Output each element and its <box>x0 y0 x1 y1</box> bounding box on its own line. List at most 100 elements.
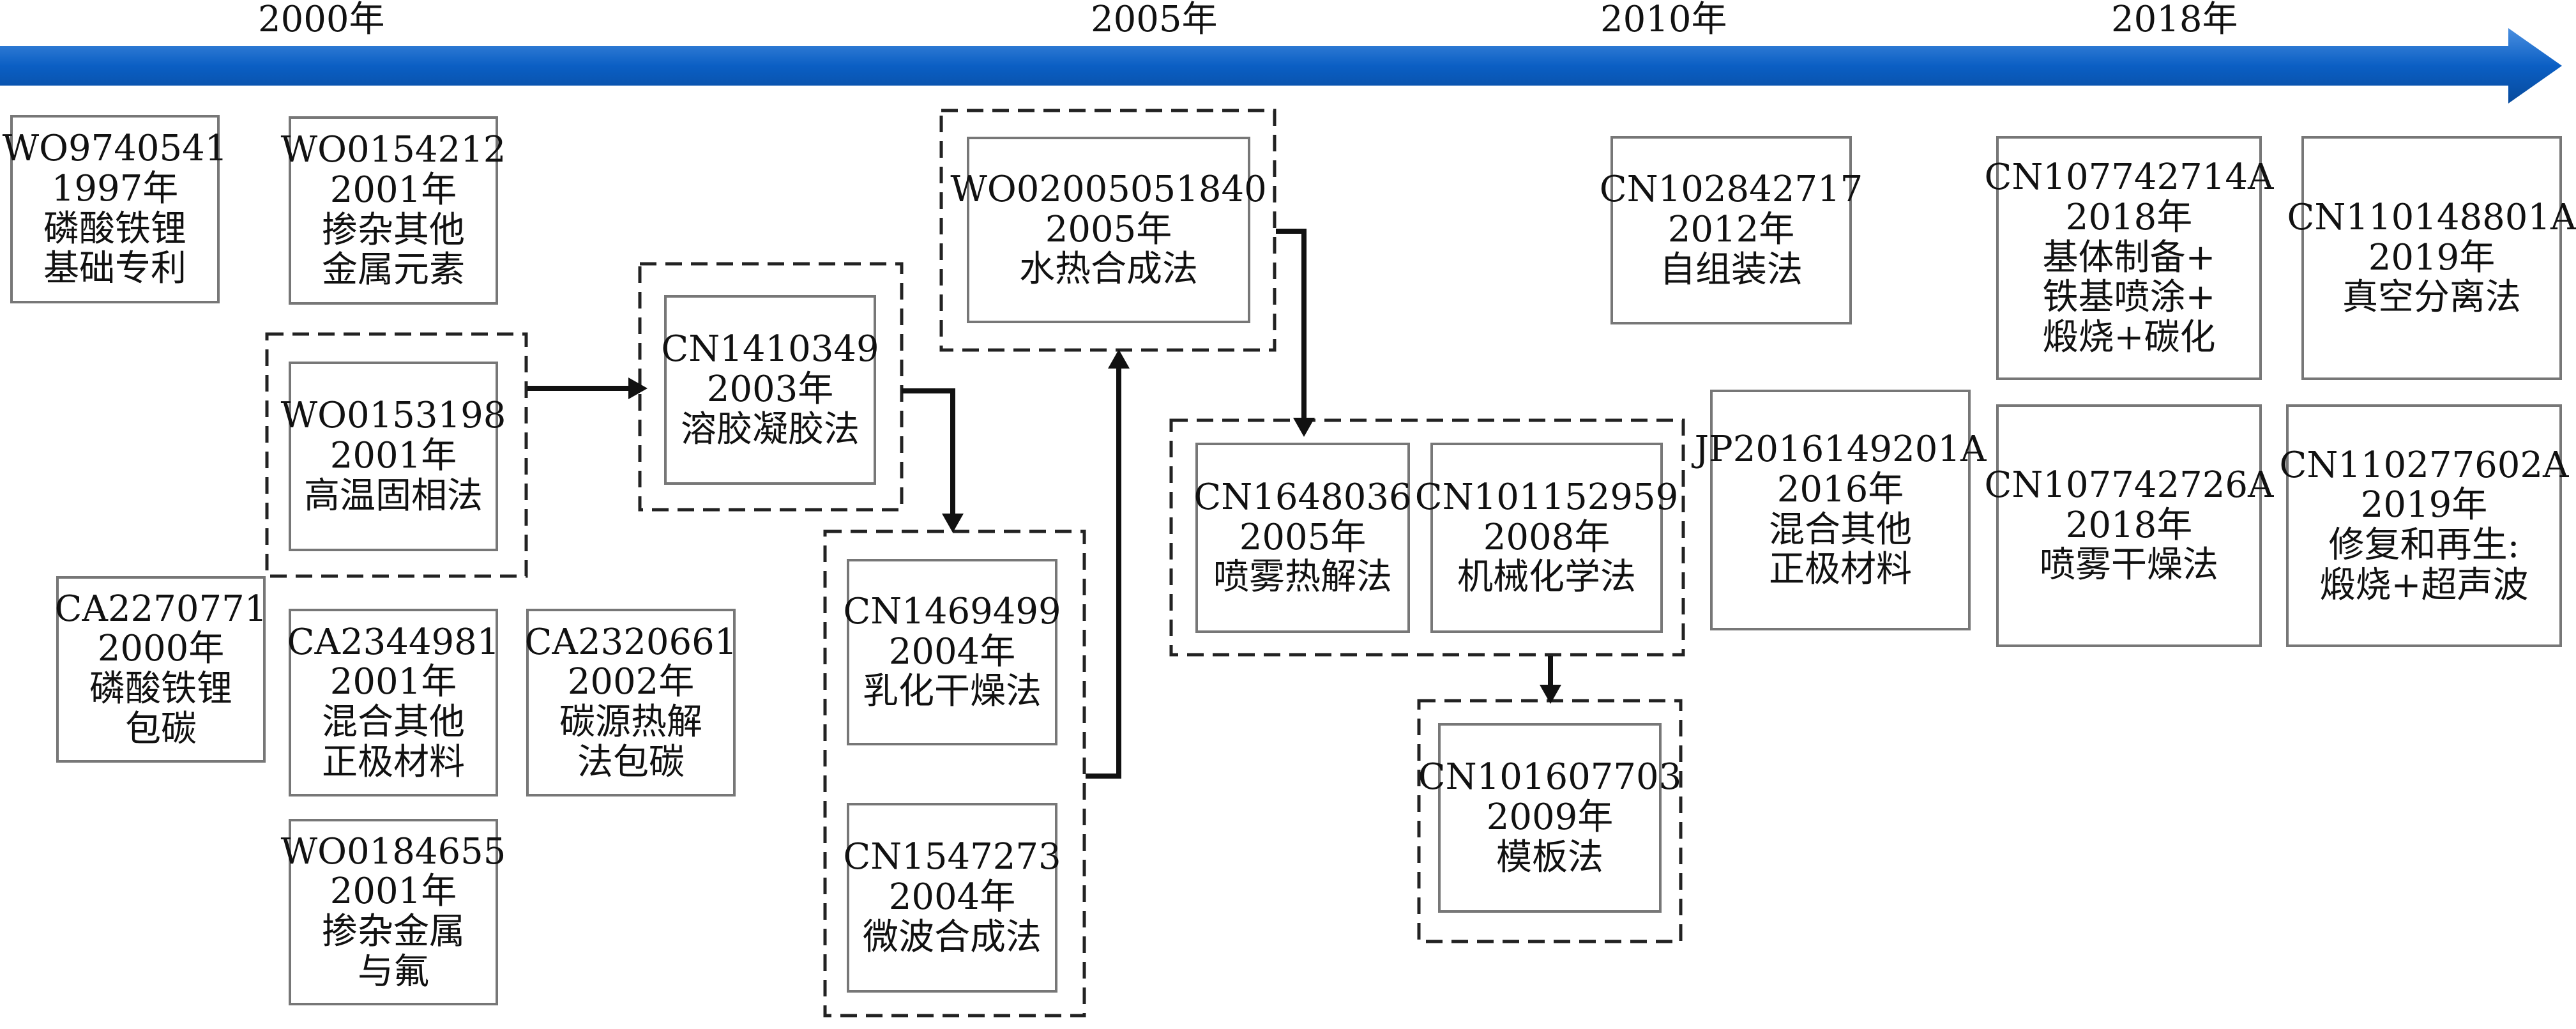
arrowhead-hydrothermal <box>1108 349 1130 369</box>
year-label-2005: 2005年 <box>1091 0 1218 40</box>
patent-number: CA2320661 <box>524 621 738 663</box>
patent-year: 2001年 <box>330 435 457 477</box>
patent-number: CN102842717 <box>1599 169 1863 211</box>
patent-year: 2005年 <box>1045 208 1172 250</box>
patent-number: WO0153198 <box>280 395 506 437</box>
patent-number: WO02005051840 <box>950 168 1267 210</box>
patent-number: CN110148801A <box>2287 196 2576 238</box>
patent-method-line: 溶胶凝胶法 <box>681 408 860 450</box>
patent-year: 2000年 <box>97 628 225 670</box>
patent-number: WO9740541 <box>2 128 228 170</box>
patent-method-line: 碳源热解 <box>559 701 702 743</box>
patent-method-line: 模板法 <box>1496 836 1603 878</box>
patent-number: CA2270771 <box>54 588 268 630</box>
patent-number: CN107742726A <box>1984 464 2274 506</box>
patent-method-line: 基础专利 <box>43 248 186 290</box>
patent-year: 2018年 <box>2065 504 2193 546</box>
patent-method-line: 喷雾干燥法 <box>2040 544 2218 586</box>
patent-number: WO0154212 <box>280 129 506 171</box>
patent-number: CN1547273 <box>843 836 1061 878</box>
patent-year: 2003年 <box>706 369 834 411</box>
patent-year: 2001年 <box>330 169 457 211</box>
patent-number: JP2016149201A <box>1694 429 1987 471</box>
patent-number: CN1648036 <box>1193 476 1412 518</box>
patent-year: 2012年 <box>1667 209 1795 251</box>
patent-method-line: 微波合成法 <box>863 916 1042 958</box>
patent-method-line: 基体制备+ <box>2042 236 2216 278</box>
arrowhead-template <box>1540 685 1561 704</box>
patent-number: CA2344981 <box>287 621 500 663</box>
patent-year: 2002年 <box>567 661 695 703</box>
patent-method-line: 真空分离法 <box>2342 277 2521 319</box>
patent-method-line: 正极材料 <box>322 741 465 783</box>
patent-method-line: 掺杂其他 <box>322 209 465 251</box>
patent-number: CN101607703 <box>1418 756 1682 798</box>
patent-method-line: 磷酸铁锂 <box>43 208 186 250</box>
group-frame-hydrothermal <box>939 109 1277 352</box>
patent-method-line: 掺杂金属 <box>322 911 465 952</box>
patent-method-line: 机械化学法 <box>1457 556 1636 598</box>
connector-hydrothermal-to-spray <box>1276 229 1307 420</box>
patent-number: CN101152959 <box>1414 476 1679 518</box>
patent-year: 2001年 <box>330 661 457 703</box>
patent-year: 2019年 <box>2360 484 2488 526</box>
patent-year: 2004年 <box>888 630 1016 673</box>
patent-year: 2008年 <box>1483 516 1610 558</box>
patent-method-line: 喷雾热解法 <box>1213 556 1392 598</box>
patent-year: 1997年 <box>51 167 179 210</box>
connector-sol-gel-to-2004 <box>902 388 955 519</box>
patent-method-line: 混合其他 <box>322 701 465 743</box>
patent-method-line: 乳化干燥法 <box>863 671 1042 713</box>
group-frame-spray-mech <box>1169 418 1685 657</box>
patent-year: 2005年 <box>1239 516 1367 558</box>
patent-method-line: 煅烧+碳化 <box>2042 317 2216 359</box>
year-label-2010: 2010年 <box>1600 0 1727 40</box>
patent-year: 2009年 <box>1486 797 1614 839</box>
patent-year: 2019年 <box>2368 236 2496 278</box>
patent-method-line: 与氟 <box>358 950 429 993</box>
patent-method-line: 磷酸铁锂 <box>89 668 232 710</box>
patent-year: 2001年 <box>330 871 457 913</box>
patent-number: CN110277602A <box>2279 444 2569 486</box>
group-frame-high-temp <box>265 332 528 578</box>
patent-method-line: 铁基喷涂+ <box>2042 277 2216 319</box>
patent-method-line: 自组装法 <box>1660 248 1803 291</box>
arrowhead-sol-gel <box>628 377 648 399</box>
patent-method-line: 包碳 <box>125 708 197 750</box>
arrowhead-spray <box>1293 418 1315 437</box>
patent-number: CN107742714A <box>1984 156 2274 199</box>
patent-number: CN1469499 <box>843 590 1061 632</box>
patent-method-line: 法包碳 <box>577 741 685 783</box>
patent-number: WO0184655 <box>280 830 506 873</box>
group-frame-2004 <box>823 530 1086 1018</box>
patent-method-line: 修复和再生: <box>2328 524 2520 566</box>
patent-method-line: 金属元素 <box>322 249 465 291</box>
connector-2004-to-hydrothermal <box>1086 363 1121 779</box>
patent-method-line: 水热合成法 <box>1019 248 1198 291</box>
patent-year: 2018年 <box>2065 196 2193 238</box>
group-frame-sol-gel <box>638 262 904 512</box>
patent-year: 2004年 <box>888 876 1016 918</box>
timeline-arrow <box>0 28 2562 103</box>
